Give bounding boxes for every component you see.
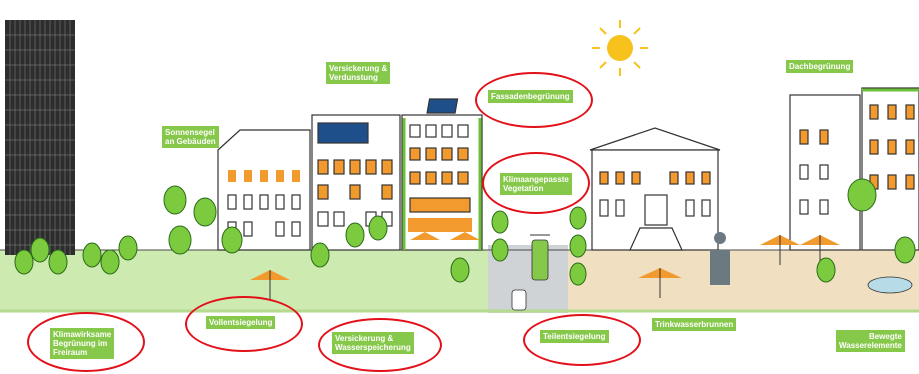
highlight-fassadenbegruenung <box>475 72 593 128</box>
label-dachbegruenung: Dachbegrünung <box>786 60 854 73</box>
building-green-facade <box>401 98 483 251</box>
water-feature <box>867 276 913 294</box>
highlight-teilentsiegelung <box>523 314 641 366</box>
highlight-klimaangepasste-vegetation <box>482 152 590 214</box>
statue-icon <box>710 232 730 285</box>
skyscraper <box>5 20 75 255</box>
plaza-ground <box>568 250 919 310</box>
parasol-icon <box>250 232 840 300</box>
building-green-roof <box>789 87 919 251</box>
highlight-versickerung-wasserspeicherung <box>318 318 442 372</box>
highlight-vollentsiegelung <box>185 296 303 352</box>
tram-icon <box>511 234 550 311</box>
label-versickerung-verdunstung: Versickerung &Verdunstung <box>326 62 391 84</box>
sun-icon <box>592 20 648 76</box>
highlight-klimawirksame-begruenung <box>27 312 145 372</box>
label-trinkwasserbrunnen: Trinkwasserbrunnen <box>652 318 737 331</box>
tree-icon <box>14 178 916 286</box>
classical-building <box>589 127 721 251</box>
